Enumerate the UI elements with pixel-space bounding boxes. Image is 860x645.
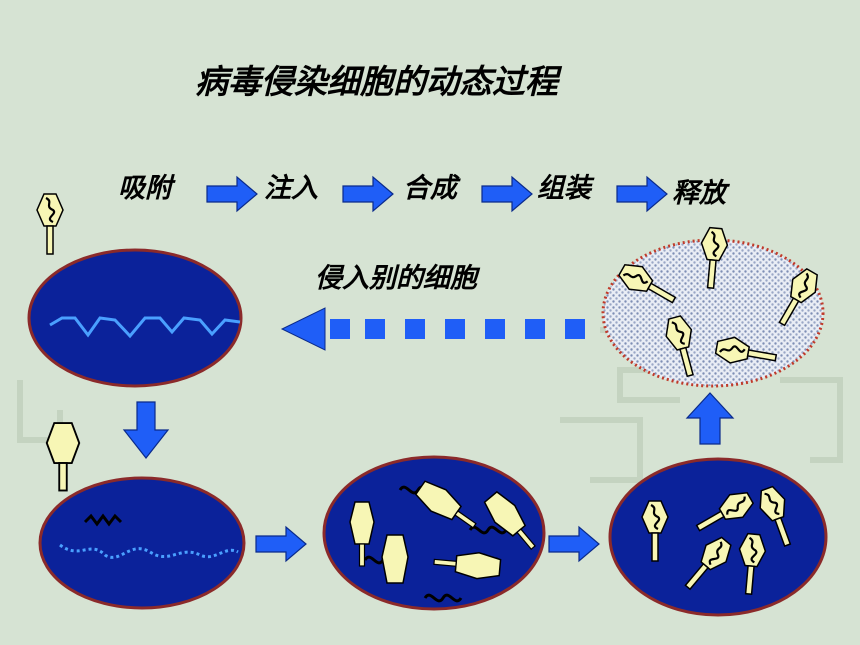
viral-dna-strand <box>49 316 241 339</box>
cell-release <box>601 225 825 388</box>
page-title: 病毒侵染细胞的动态过程 <box>195 62 563 101</box>
virus-injecting <box>45 422 81 492</box>
step-label-release: 释放 <box>672 178 730 209</box>
virus-attached <box>35 192 65 256</box>
reinfect-label: 侵入别的细胞 <box>315 263 481 294</box>
reinfect-dashed-arrow <box>280 307 585 351</box>
step-arrow-2 <box>342 176 394 212</box>
cell-injection <box>38 422 246 610</box>
viral-dna-injected <box>83 513 123 527</box>
flow-arrow-1 <box>255 526 307 562</box>
step-label-injection: 注入 <box>264 173 318 204</box>
cell-assembly <box>608 457 828 617</box>
step-label-adsorption: 吸附 <box>118 173 176 204</box>
step-arrow-1 <box>206 176 258 212</box>
flow-arrow-2 <box>548 526 600 562</box>
up-arrow <box>685 392 735 445</box>
cell-adsorption <box>27 192 243 388</box>
step-label-synthesis: 合成 <box>403 173 461 204</box>
step-arrow-3 <box>481 176 533 212</box>
down-arrow <box>122 401 170 459</box>
step-label-assembly: 组装 <box>537 173 595 204</box>
host-dna-dotted <box>59 543 239 559</box>
cell-synthesis <box>322 455 546 611</box>
step-arrow-4 <box>616 176 668 212</box>
